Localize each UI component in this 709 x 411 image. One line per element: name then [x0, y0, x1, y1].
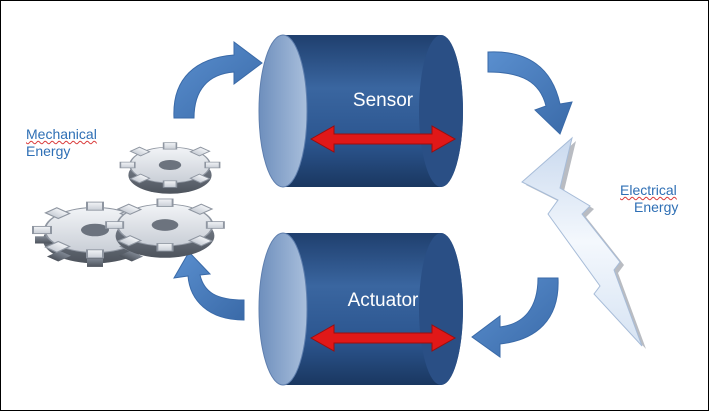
gears-icon — [32, 142, 225, 267]
sensor-double-arrow — [309, 125, 457, 153]
electrical-energy-line1: Electrical — [620, 182, 677, 198]
electrical-energy-label: Electrical Energy — [620, 182, 678, 216]
mechanical-energy-line1: Mechanical — [26, 126, 97, 142]
curved-arrow-to-actuator — [471, 277, 559, 358]
curved-arrow-to-electrical — [487, 51, 573, 135]
sensor-label: Sensor — [352, 90, 414, 111]
lightning-bolt-icon — [521, 136, 646, 349]
electrical-energy-line2: Energy — [634, 199, 679, 215]
actuator-double-arrow — [309, 324, 457, 352]
curved-arrow-to-mechanical — [173, 251, 245, 321]
actuator-label: Actuator — [347, 290, 419, 311]
mechanical-energy-label: Mechanical Energy — [26, 126, 97, 160]
mechanical-energy-line2: Energy — [26, 143, 71, 159]
curved-arrow-to-sensor — [173, 41, 263, 119]
